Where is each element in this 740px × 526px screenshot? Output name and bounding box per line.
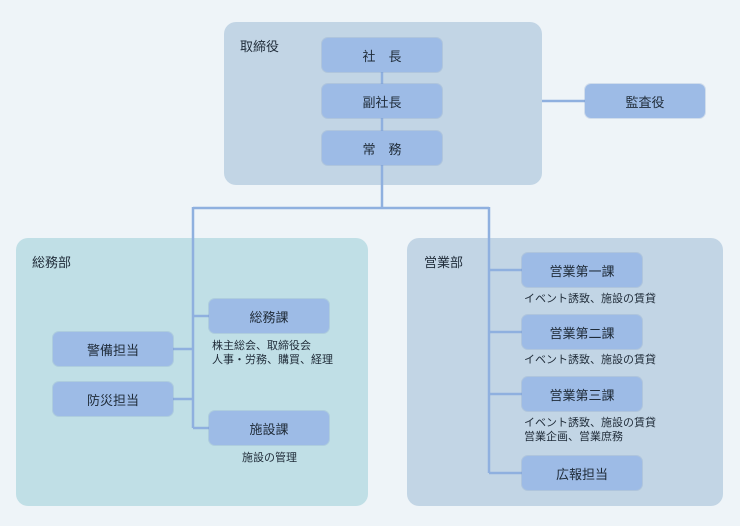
vice-president-label: 副社長 — [362, 95, 402, 111]
auditor-box[interactable]: 監査役 — [585, 84, 705, 118]
board-title: 取締役 — [240, 40, 280, 55]
sales-section-1-label: 営業第一課 — [549, 264, 615, 280]
sales-section-2-note: イベント誘致、施設の賃貸 — [524, 353, 656, 366]
general-affairs-title: 総務部 — [32, 256, 72, 271]
general-affairs-section-note-1: 株主総会、取締役会 — [212, 339, 311, 352]
general-affairs-section-note-2: 人事・労務、購買、経理 — [212, 353, 333, 366]
sales-section-1-box[interactable]: 営業第一課 — [522, 253, 642, 287]
auditor-label: 監査役 — [625, 95, 665, 111]
facilities-section-note: 施設の管理 — [242, 451, 297, 464]
president-box[interactable]: 社 長 — [322, 38, 442, 72]
president-label: 社 長 — [362, 49, 402, 65]
disaster-prevention-box[interactable]: 防災担当 — [53, 382, 173, 416]
general-affairs-section-label: 総務課 — [249, 310, 289, 326]
security-label: 警備担当 — [86, 343, 139, 359]
sales-section-1-note: イベント誘致、施設の賃貸 — [524, 292, 656, 305]
sales-section-3-box[interactable]: 営業第三課 — [522, 377, 642, 411]
vice-president-box[interactable]: 副社長 — [322, 84, 442, 118]
managing-director-label: 常 務 — [362, 142, 402, 158]
disaster-prevention-label: 防災担当 — [86, 393, 139, 409]
public-relations-box[interactable]: 広報担当 — [522, 456, 642, 490]
sales-section-3-note-2: 営業企画、営業庶務 — [524, 430, 623, 443]
general-affairs-section-box[interactable]: 総務課 — [209, 299, 329, 333]
security-box[interactable]: 警備担当 — [53, 332, 173, 366]
public-relations-label: 広報担当 — [555, 467, 608, 483]
sales-section-3-label: 営業第三課 — [549, 388, 615, 404]
sales-section-2-box[interactable]: 営業第二課 — [522, 315, 642, 349]
sales-section-3-note-1: イベント誘致、施設の賃貸 — [524, 416, 656, 429]
facilities-section-label: 施設課 — [249, 422, 289, 438]
managing-director-box[interactable]: 常 務 — [322, 131, 442, 165]
sales-section-2-label: 営業第二課 — [549, 326, 615, 342]
sales-title: 営業部 — [424, 256, 464, 271]
facilities-section-box[interactable]: 施設課 — [209, 411, 329, 445]
